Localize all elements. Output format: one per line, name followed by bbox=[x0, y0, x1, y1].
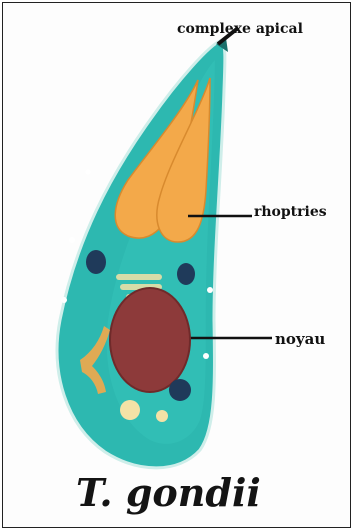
dense-granule bbox=[177, 263, 195, 285]
diagram-title: T. gondii bbox=[76, 470, 261, 515]
rhoptries-label: rhoptries bbox=[254, 204, 327, 220]
nucleus-label: noyau bbox=[275, 330, 325, 348]
nucleus bbox=[110, 288, 190, 392]
light-granule bbox=[120, 400, 140, 420]
dense-granule bbox=[86, 250, 106, 274]
apical-complex-label: complexe apical bbox=[177, 21, 303, 37]
dense-granule bbox=[169, 379, 191, 401]
light-granule bbox=[156, 410, 168, 422]
